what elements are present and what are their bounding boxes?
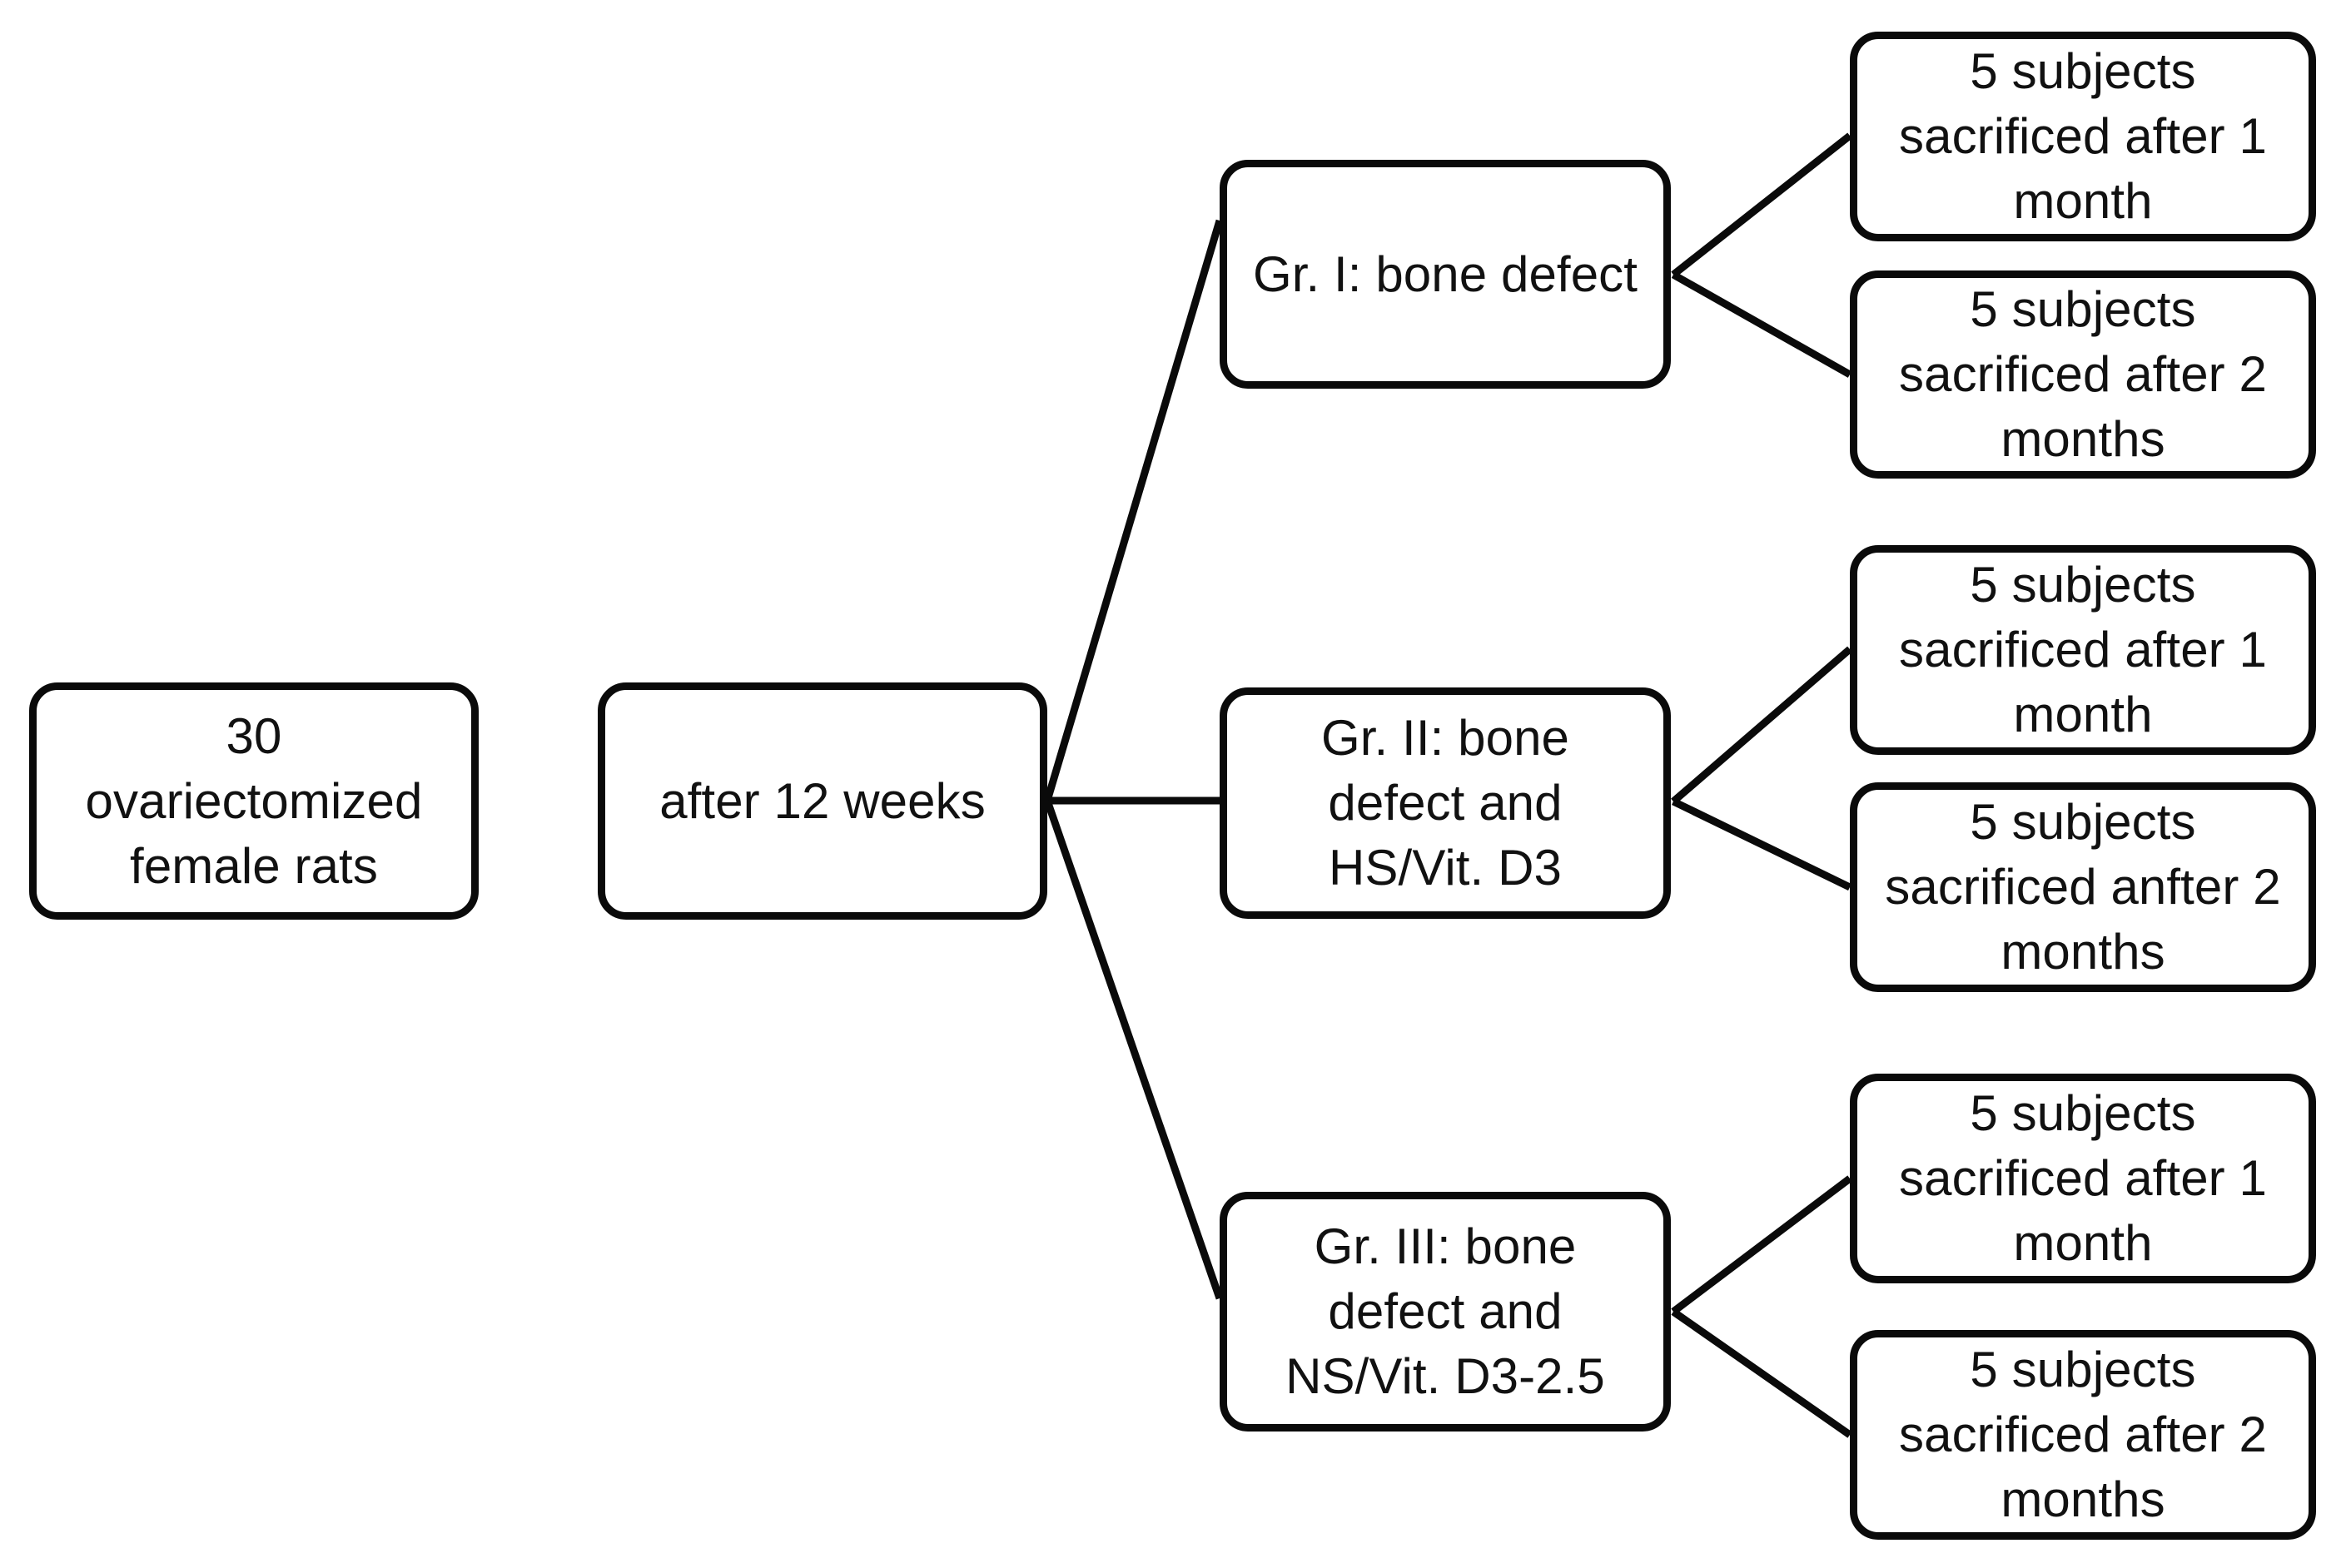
edge-timepoint-to-group-1 xyxy=(1043,219,1224,802)
node-outcome-5: 5 subjects sacrificed after 1 month xyxy=(1850,1074,2316,1283)
node-timepoint: after 12 weeks xyxy=(598,682,1047,920)
edge-group-2-to-outcome-3 xyxy=(1671,646,1852,805)
node-group-1-label: Gr. I: bone defect xyxy=(1252,246,1638,302)
node-group-2: Gr. II: bone defect and HS/Vit. D3 xyxy=(1220,687,1671,919)
node-outcome-6-label: 5 subjects sacrificed after 2 months xyxy=(1899,1342,2267,1527)
node-group-3: Gr. III: bone defect and NS/Vit. D3-2.5 xyxy=(1220,1192,1671,1432)
node-outcome-6: 5 subjects sacrificed after 2 months xyxy=(1850,1330,2316,1540)
node-cohort: 30 ovariectomized female rats xyxy=(29,682,479,920)
node-outcome-2-label: 5 subjects sacrificed after 2 months xyxy=(1899,281,2267,467)
node-outcome-5-label: 5 subjects sacrificed after 1 month xyxy=(1899,1085,2267,1271)
edge-group-2-to-outcome-4 xyxy=(1672,797,1851,891)
edge-group-1-to-outcome-2 xyxy=(1671,271,1852,378)
edge-group-1-to-outcome-1 xyxy=(1671,132,1852,278)
node-outcome-3: 5 subjects sacrificed after 1 month xyxy=(1850,545,2316,755)
node-group-3-label: Gr. III: bone defect and NS/Vit. D3-2.5 xyxy=(1285,1218,1605,1404)
edge-group-3-to-outcome-6 xyxy=(1671,1308,1852,1438)
edge-group-3-to-outcome-5 xyxy=(1671,1175,1852,1315)
edge-timepoint-to-group-3 xyxy=(1043,799,1224,1300)
node-outcome-2: 5 subjects sacrificed after 2 months xyxy=(1850,270,2316,479)
node-outcome-1-label: 5 subjects sacrificed after 1 month xyxy=(1899,43,2267,229)
node-outcome-4-label: 5 subjects sacrificed anfter 2 months xyxy=(1885,794,2281,980)
node-outcome-3-label: 5 subjects sacrificed after 1 month xyxy=(1899,557,2267,742)
node-group-2-label: Gr. II: bone defect and HS/Vit. D3 xyxy=(1320,710,1570,896)
node-cohort-label: 30 ovariectomized female rats xyxy=(85,707,423,894)
node-timepoint-label: after 12 weeks xyxy=(659,772,986,829)
node-group-1: Gr. I: bone defect xyxy=(1220,160,1671,389)
node-outcome-4: 5 subjects sacrificed anfter 2 months xyxy=(1850,782,2316,992)
node-outcome-1: 5 subjects sacrificed after 1 month xyxy=(1850,32,2316,241)
